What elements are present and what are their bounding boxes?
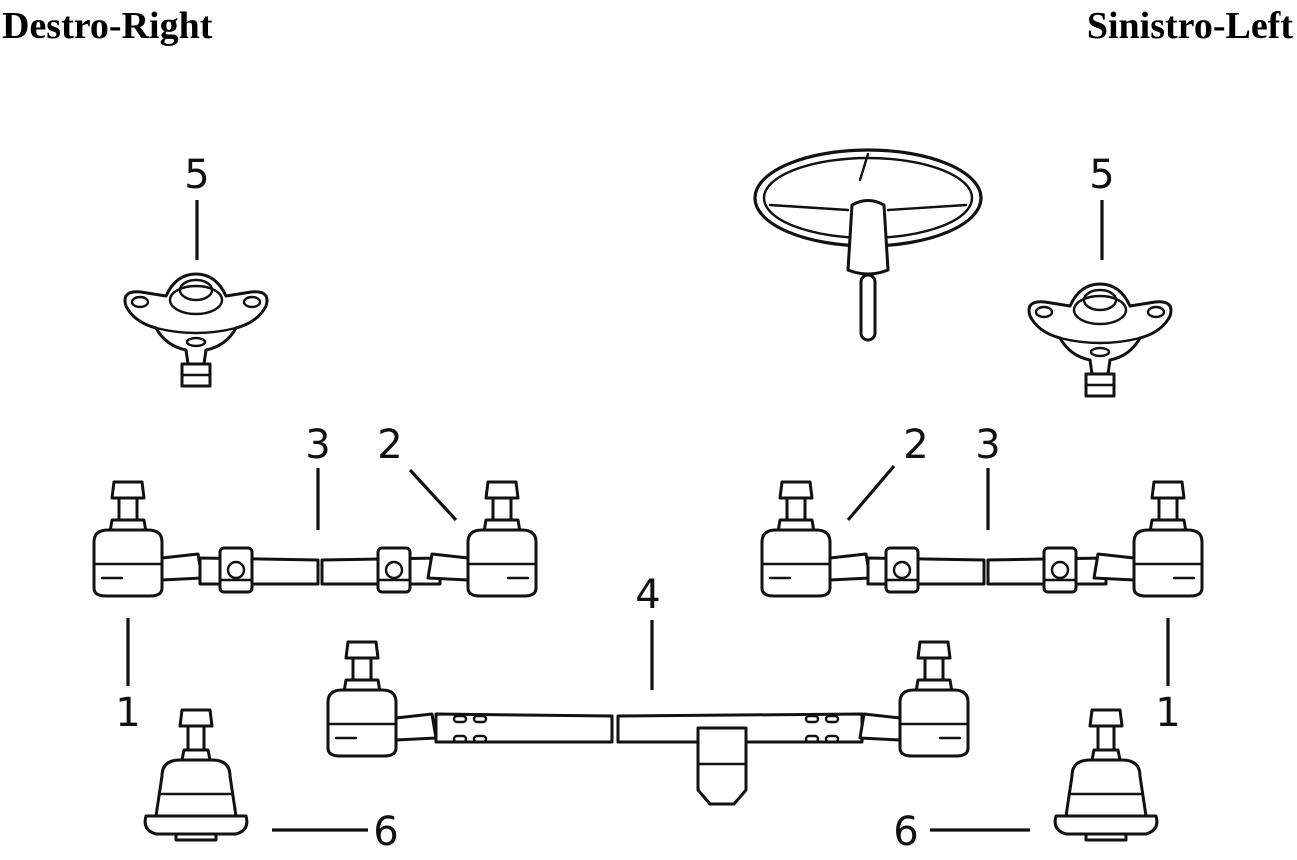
- tie-rod-assembly-left: [760, 480, 1204, 598]
- steering-wheel: [753, 148, 983, 342]
- label-3-left: 3: [975, 422, 1000, 468]
- upper-ball-joint-left: [1027, 282, 1173, 398]
- label-1-left: 1: [1155, 690, 1180, 736]
- tie-rod-assembly-right: [92, 480, 538, 598]
- leader-2-left: [846, 464, 896, 522]
- label-3-right: 3: [305, 422, 330, 468]
- heading-left: Sinistro-Left: [1086, 5, 1293, 47]
- label-2-right: 2: [377, 422, 402, 468]
- label-4: 4: [635, 572, 660, 618]
- lower-ball-joint-right: [143, 708, 249, 842]
- leader-2-right: [408, 468, 458, 522]
- lower-ball-joint-left: [1053, 708, 1159, 842]
- center-link: [326, 640, 970, 806]
- label-6-left: 6: [893, 809, 918, 855]
- label-6-right: 6: [373, 809, 398, 855]
- label-2-left: 2: [903, 422, 928, 468]
- upper-ball-joint-right: [123, 272, 269, 388]
- label-5-left: 5: [1089, 152, 1114, 198]
- label-5-right: 5: [184, 152, 209, 198]
- label-1-right: 1: [115, 690, 140, 736]
- heading-right: Destro-Right: [2, 5, 213, 47]
